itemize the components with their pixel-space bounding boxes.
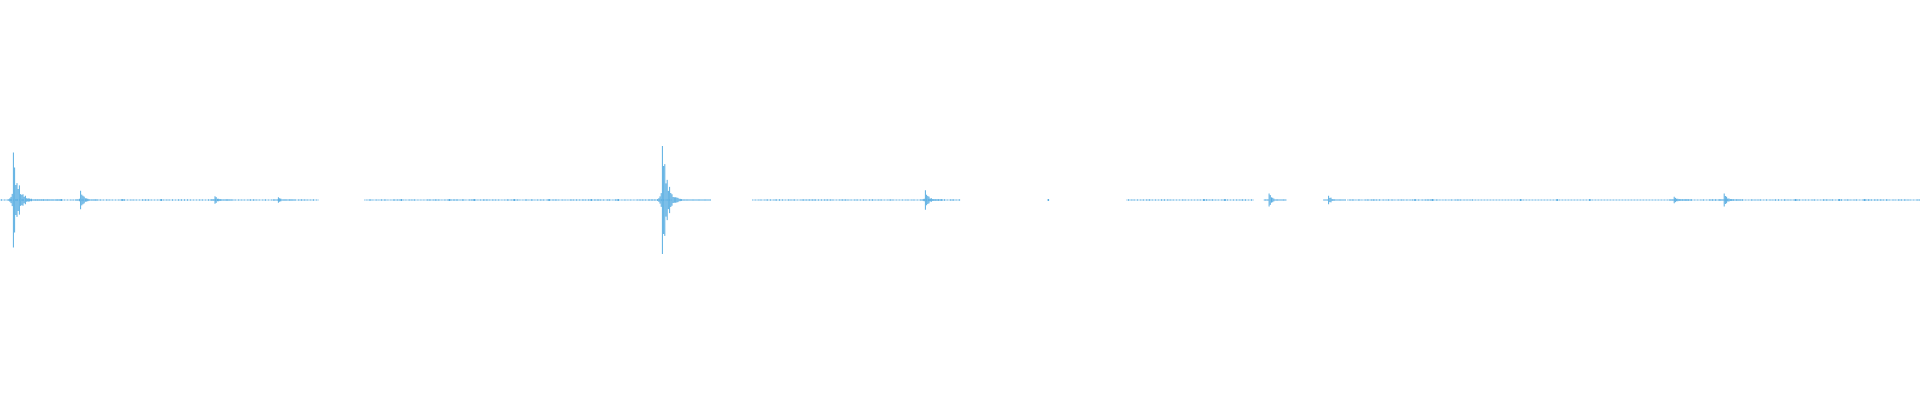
waveform-dot	[473, 199, 475, 201]
waveform-dot	[1224, 199, 1226, 201]
waveform-dot	[400, 199, 402, 201]
waveform-dot	[1203, 199, 1205, 201]
waveform-dot	[1838, 199, 1841, 201]
waveform-dot	[1863, 199, 1866, 201]
waveform-transient	[1323, 195, 1346, 205]
waveform-transient	[1668, 196, 1692, 204]
waveform-segment	[1472, 199, 1670, 201]
waveform-dot	[1794, 199, 1796, 201]
waveform-segment	[1347, 199, 1473, 201]
waveform-transient	[657, 146, 711, 254]
waveform-transient	[273, 197, 296, 203]
waveform-dot	[1047, 199, 1050, 201]
waveform-transient	[1718, 193, 1742, 207]
waveform-transient	[8, 152, 62, 248]
waveform-dot	[448, 199, 450, 201]
waveform-segment	[364, 199, 672, 201]
waveform-dot	[1431, 199, 1434, 201]
waveform-dot	[1414, 199, 1416, 201]
waveform-transient	[1263, 193, 1287, 207]
waveform-transient	[209, 196, 233, 204]
waveform-transient	[920, 190, 943, 210]
waveform-dot	[513, 199, 516, 201]
waveform-dot	[160, 199, 162, 201]
waveform-marks	[0, 146, 1920, 254]
waveform-dot	[548, 199, 550, 201]
waveform-dot	[1556, 199, 1558, 201]
waveform-dot	[122, 199, 124, 201]
waveform-dot	[1589, 199, 1591, 201]
waveform-segment	[1126, 199, 1254, 201]
waveform-transient	[75, 190, 98, 210]
waveform-dot	[590, 199, 593, 201]
waveform-dot	[617, 199, 619, 201]
waveform-dot	[1519, 199, 1522, 201]
